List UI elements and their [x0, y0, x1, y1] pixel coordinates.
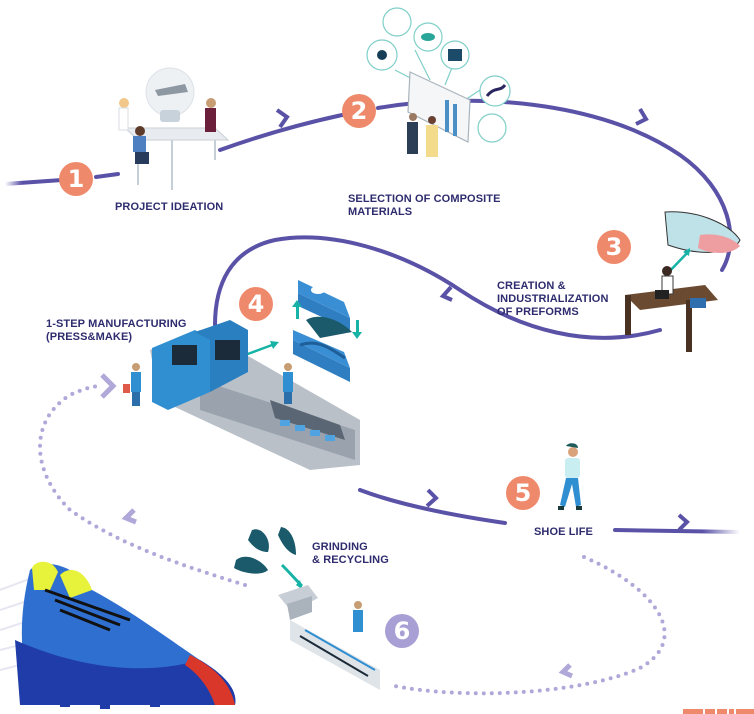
chevron-right-icon — [100, 373, 117, 399]
direction-chevrons — [275, 107, 690, 532]
shoe-life-illustration — [558, 443, 582, 510]
step-4-label: 1-STEP MANUFACTURING (PRESS&MAKE) — [46, 318, 187, 343]
step-5-badge: 5 — [506, 476, 540, 510]
chevron-right-icon — [635, 107, 649, 126]
material-bubble — [477, 113, 507, 143]
path-segment-1-2 — [94, 113, 344, 179]
step-5-label: SHOE LIFE — [534, 526, 593, 538]
ideation-illustration — [118, 67, 230, 190]
recycling-illustration — [234, 527, 380, 690]
hero-boot-illustration — [0, 561, 236, 709]
materials-illustration — [366, 7, 511, 157]
step-1-label: PROJECT IDEATION — [115, 201, 224, 213]
chevron-right-icon — [275, 108, 290, 129]
chevron-right-icon — [425, 488, 439, 508]
step-1-badge: 1 — [59, 162, 93, 196]
footer-accent — [683, 709, 754, 714]
preform-illustration — [625, 211, 741, 352]
path-segment-start — [3, 178, 64, 186]
chevron-left-icon — [121, 508, 137, 525]
chevron-left-icon — [558, 663, 574, 679]
step-2-label: SELECTION OF COMPOSITE MATERIALS — [348, 193, 501, 218]
step-3-badge: 3 — [597, 230, 631, 264]
step-6-badge: 6 — [385, 614, 419, 648]
step-2-badge: 2 — [342, 94, 376, 128]
recycle-loop-dotted — [38, 384, 667, 696]
material-bubble — [382, 7, 412, 37]
step-4-badge: 4 — [239, 287, 273, 321]
step-3-label: CREATION & INDUSTRIALIZATION OF PREFORMS — [497, 280, 609, 318]
path-segment-3-4 — [213, 235, 662, 340]
path-segment-4-5 — [358, 488, 507, 525]
step-6-label: GRINDING & RECYCLING — [312, 541, 389, 566]
path-segment-5-end — [613, 528, 742, 534]
manufacturing-illustration — [123, 280, 362, 470]
chevron-left-icon — [439, 285, 453, 302]
chevron-right-icon — [677, 513, 690, 532]
